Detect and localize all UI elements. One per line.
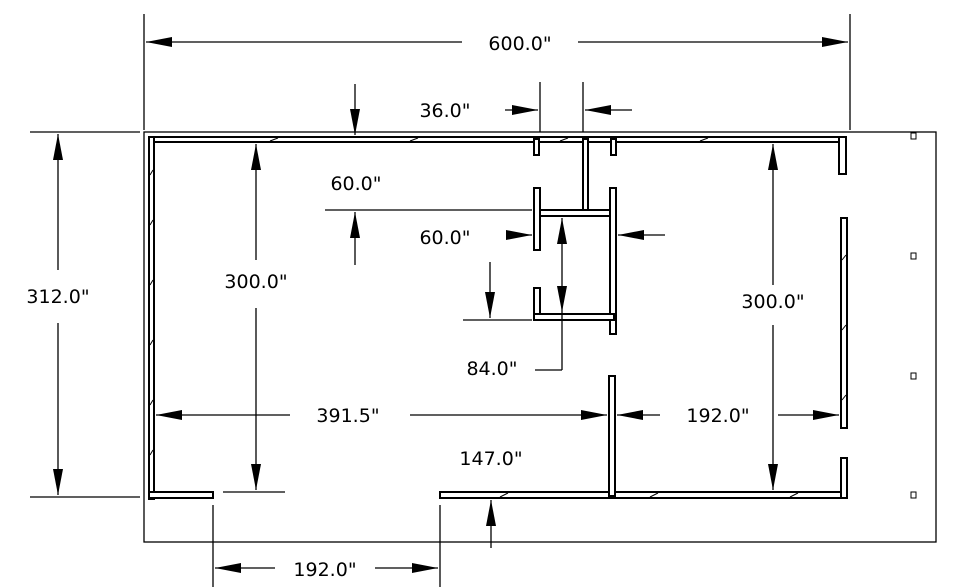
wall-hatching bbox=[149, 137, 847, 498]
inner-left-height-label: 300.0" bbox=[224, 271, 287, 293]
overall-width-label: 600.0" bbox=[488, 33, 551, 55]
column-depth-label: 84.0" bbox=[466, 358, 517, 380]
left-wall bbox=[148, 136, 155, 500]
column-bottom bbox=[533, 313, 615, 321]
dimension-labels: 600.0" 312.0" 300.0" 300.0" 36.0" 60.0" … bbox=[26, 33, 804, 581]
extension-lines bbox=[30, 14, 851, 587]
column-left-upper bbox=[533, 187, 541, 251]
column-right bbox=[609, 187, 617, 335]
arrowheads bbox=[53, 37, 848, 573]
right-wall-middle bbox=[840, 217, 848, 429]
bottom-left-wall bbox=[148, 491, 214, 499]
door-opening-label: 192.0" bbox=[293, 559, 356, 581]
right-wall-lower bbox=[840, 457, 848, 499]
walls bbox=[148, 136, 848, 500]
top-stub-left bbox=[533, 138, 540, 156]
interior-partition bbox=[608, 375, 616, 497]
post-markers bbox=[910, 132, 917, 499]
inner-right-height-label: 300.0" bbox=[741, 291, 804, 313]
right-span-label: 192.0" bbox=[686, 405, 749, 427]
partition-length-label: 147.0" bbox=[459, 448, 522, 470]
column-offset-label: 60.0" bbox=[330, 173, 381, 195]
overall-depth-label: 312.0" bbox=[26, 286, 89, 308]
top-stub-right bbox=[610, 138, 617, 156]
column-width-label: 60.0" bbox=[419, 227, 470, 249]
right-wall-upper bbox=[838, 136, 847, 175]
column-top bbox=[533, 209, 615, 217]
top-wall bbox=[148, 136, 840, 143]
left-span-label: 391.5" bbox=[316, 405, 379, 427]
column-riser bbox=[582, 138, 589, 214]
opening-width-label: 36.0" bbox=[419, 100, 470, 122]
